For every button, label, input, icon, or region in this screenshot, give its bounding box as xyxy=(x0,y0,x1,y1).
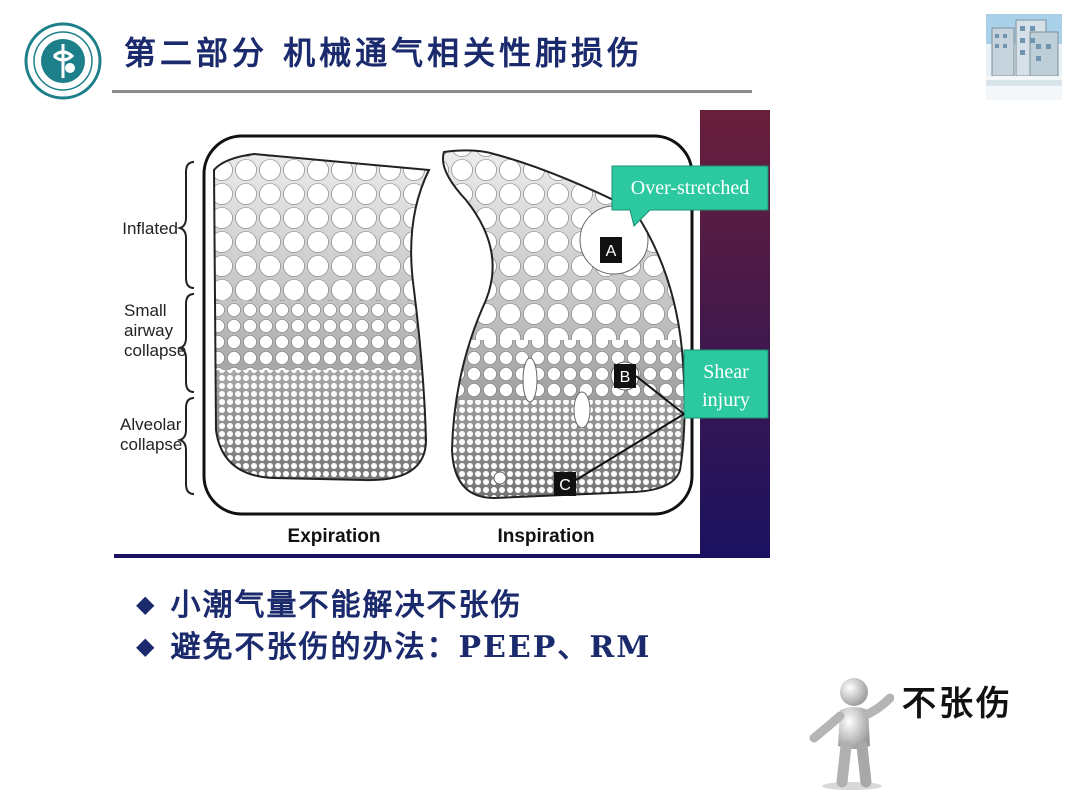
caption-inspiration: Inspiration xyxy=(497,526,594,547)
presenter-figure-icon xyxy=(808,674,895,790)
zone-label-alveolar-1: Alveolar xyxy=(120,415,182,434)
bullet-item: ◆ 小潮气量不能解决不张伤 xyxy=(136,580,522,624)
zone-label-small-airway-3: collapse xyxy=(124,341,186,360)
marker-b: B xyxy=(620,369,631,386)
zone-label-small-airway-2: airway xyxy=(124,321,174,340)
zone-label-inflated: Inflated xyxy=(122,219,178,238)
page-title: 第二部分 机械通气相关性肺损伤 xyxy=(124,34,644,72)
bullet-item: ◆ 避免不张伤的办法：PEEP、RM xyxy=(136,622,651,666)
diamond-bullet-icon: ◆ xyxy=(136,631,157,660)
hospital-logo-icon xyxy=(24,22,102,100)
bullet-text: 避免不张伤的办法：PEEP、RM xyxy=(170,630,652,665)
title-divider xyxy=(112,90,752,93)
callout-shear-1: Shear xyxy=(703,361,749,383)
marker-c: C xyxy=(559,477,571,494)
marker-a: A xyxy=(606,243,617,260)
callout-over-stretched: Over-stretched xyxy=(631,177,749,199)
zone-label-alveolar-2: collapse xyxy=(120,435,182,454)
zone-label-small-airway-1: Small xyxy=(124,301,167,320)
diamond-bullet-icon: ◆ xyxy=(136,589,157,618)
lung-diagram: Inflated Small airway collapse Alveolar … xyxy=(114,110,770,558)
figure-caption: 不张伤 xyxy=(902,684,1013,724)
callout-shear-2: injury xyxy=(702,389,750,411)
bullet-text: 小潮气量不能解决不张伤 xyxy=(170,588,523,623)
caption-expiration: Expiration xyxy=(288,526,381,547)
hospital-building-icon xyxy=(986,14,1062,100)
